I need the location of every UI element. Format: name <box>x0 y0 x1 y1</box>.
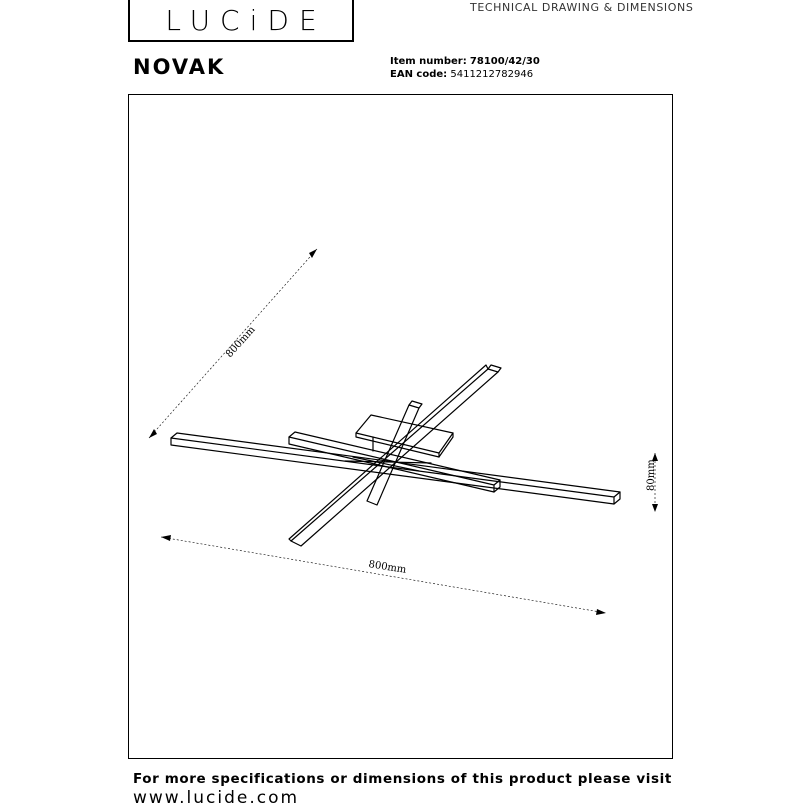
width-dimension-label: 800mm <box>368 559 408 576</box>
ean-code: EAN code: 5411212782946 <box>390 69 533 80</box>
ean-code-label: EAN code: <box>390 69 448 80</box>
document-type-label: TECHNICAL DRAWING & DIMENSIONS <box>470 1 694 14</box>
website-link[interactable]: www.lucide.com <box>133 788 300 808</box>
footer-note: For more specifications or dimensions of… <box>133 771 672 787</box>
technical-drawing: 800mm 800mm 80mm <box>148 248 658 615</box>
technical-drawing-frame: 800mm 800mm 80mm <box>128 94 673 759</box>
lucide-logo: LUCiDE <box>128 0 354 42</box>
height-dimension-label: 80mm <box>646 459 657 491</box>
item-number-label: Item number: <box>390 56 467 67</box>
item-number-value: 78100/42/30 <box>469 56 540 67</box>
ean-code-value: 5411212782946 <box>450 69 534 80</box>
width-dimension-line <box>160 536 607 614</box>
item-number: Item number: 78100/42/30 <box>390 56 540 67</box>
depth-dimension-label: 800mm <box>224 324 258 360</box>
product-name: NOVAK <box>133 55 226 79</box>
logo-text: LUCiDE <box>165 4 327 37</box>
